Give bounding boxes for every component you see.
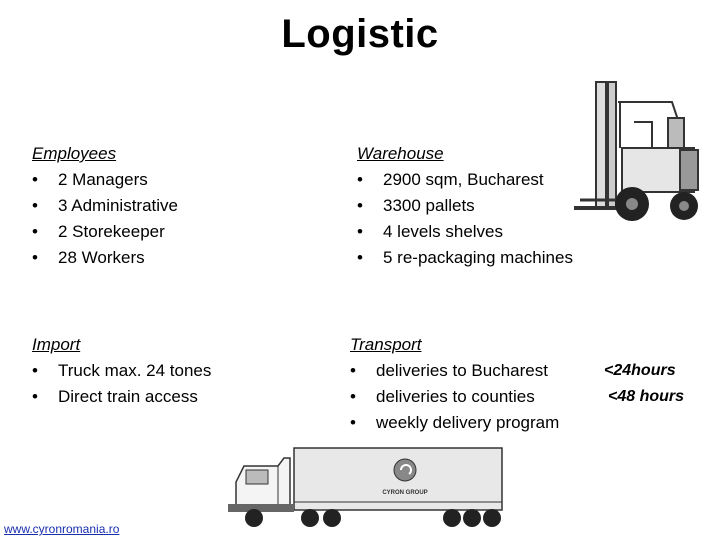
- employees-heading: Employees: [32, 144, 117, 163]
- transport-section: Transport • deliveries to Bucharest • deli…: [350, 332, 559, 436]
- transport-list: • deliveries to Bucharest • deliveries to …: [350, 358, 559, 436]
- truck-logo-text: CYRON GROUP: [382, 490, 427, 496]
- employees-list: • 2 Managers • 3 Administrative • 2 Storeke…: [32, 167, 178, 271]
- list-item: • 2 Managers: [32, 167, 178, 193]
- employees-section: Employees • 2 Managers • 3 Administrative …: [32, 141, 178, 271]
- warehouse-section: Warehouse • 2900 sqm, Bucharest • 3300 pal…: [357, 141, 573, 271]
- list-item-text: 2 Storekeeper: [58, 222, 165, 241]
- list-item: • weekly delivery program: [350, 410, 559, 436]
- website-link[interactable]: www.cyronromania.ro: [4, 522, 120, 536]
- bullet: •: [357, 196, 363, 215]
- list-item: • 28 Workers: [32, 245, 178, 271]
- list-item: • 4 levels shelves: [357, 219, 573, 245]
- list-item-text: 3300 pallets: [383, 196, 475, 215]
- list-item: • 3 Administrative: [32, 193, 178, 219]
- bullet: •: [32, 196, 38, 215]
- bullet: •: [357, 248, 363, 267]
- warehouse-heading: Warehouse: [357, 144, 444, 163]
- list-item-text: Truck max. 24 tones: [58, 361, 212, 380]
- bullet: •: [350, 387, 356, 406]
- list-item: • 5 re-packaging machines: [357, 245, 573, 271]
- list-item-text: 4 levels shelves: [383, 222, 504, 241]
- list-item-text: Direct train access: [58, 387, 198, 406]
- list-item: • Truck max. 24 tones: [32, 358, 211, 384]
- delivery-time-counties: <48 hours: [608, 388, 685, 405]
- bullet: •: [32, 222, 38, 241]
- list-item: • deliveries to Bucharest: [350, 358, 559, 384]
- truck-icon: CYRON GROUP: [228, 447, 503, 527]
- import-heading: Import: [32, 335, 81, 354]
- delivery-time-bucharest: <24hours: [604, 362, 676, 379]
- import-section: Import • Truck max. 24 tones • Direct trai…: [32, 332, 211, 410]
- transport-heading: Transport: [350, 335, 422, 354]
- list-item-text: deliveries to counties: [376, 387, 535, 406]
- bullet: •: [357, 222, 363, 241]
- list-item-text: 3 Administrative: [58, 196, 178, 215]
- bullet: •: [357, 170, 363, 189]
- list-item-text: 5 re-packaging machines: [383, 248, 573, 267]
- warehouse-list: • 2900 sqm, Bucharest • 3300 pallets • 4 le…: [357, 167, 573, 271]
- list-item-text: weekly delivery program: [376, 413, 560, 432]
- bullet: •: [32, 248, 38, 267]
- list-item-text: 28 Workers: [58, 248, 145, 267]
- list-item: • 2 Storekeeper: [32, 219, 178, 245]
- list-item-text: 2900 sqm, Bucharest: [383, 170, 544, 189]
- bullet: •: [32, 361, 38, 380]
- import-list: • Truck max. 24 tones • Direct train acces…: [32, 358, 211, 410]
- list-item-text: deliveries to Bucharest: [376, 361, 548, 380]
- list-item: • deliveries to counties: [350, 384, 559, 410]
- list-item: • 3300 pallets: [357, 193, 573, 219]
- list-item: • 2900 sqm, Bucharest: [357, 167, 573, 193]
- bullet: •: [32, 387, 38, 406]
- forklift-icon: [574, 81, 699, 221]
- bullet: •: [350, 361, 356, 380]
- list-item: • Direct train access: [32, 384, 211, 410]
- list-item-text: 2 Managers: [58, 170, 148, 189]
- page-title: Logistic: [281, 12, 439, 56]
- bullet: •: [350, 413, 356, 432]
- bullet: •: [32, 170, 38, 189]
